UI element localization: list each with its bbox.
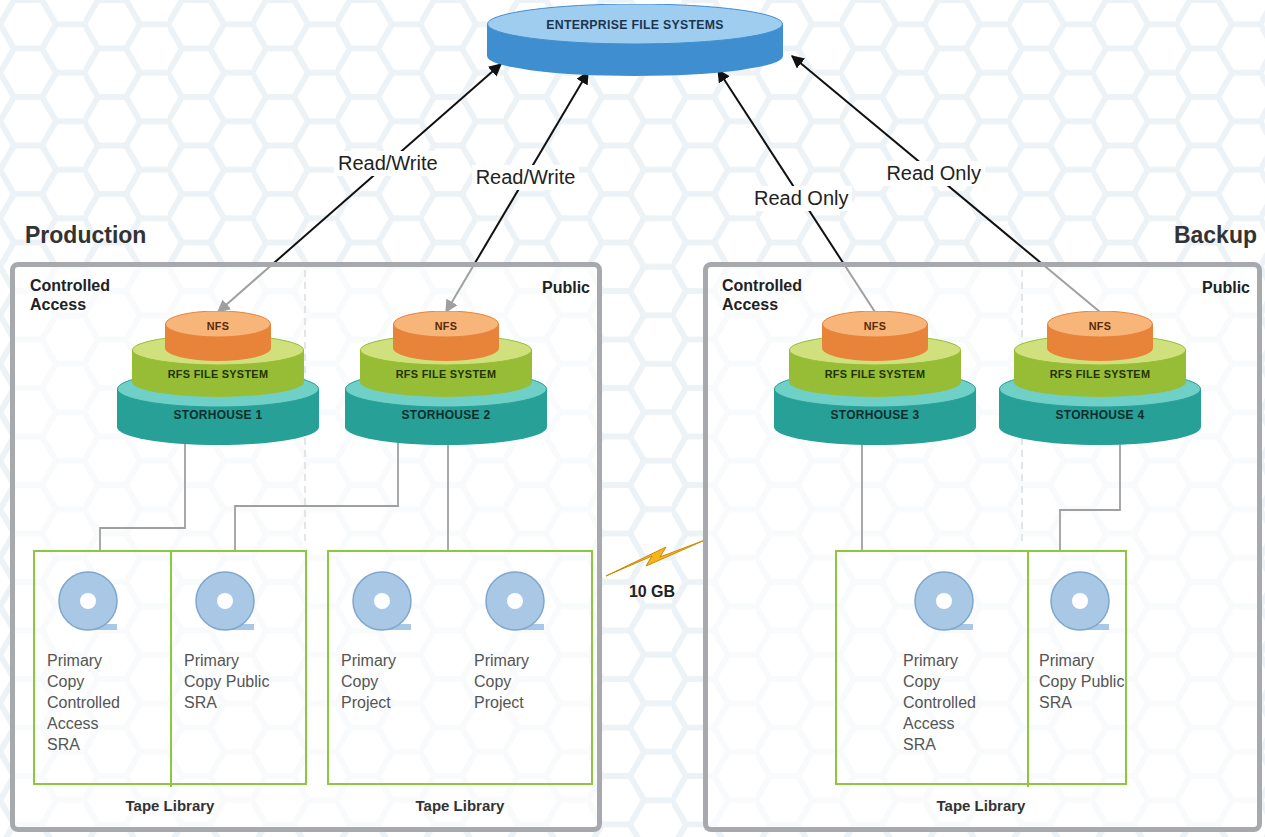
tape-reel-icon xyxy=(351,570,413,632)
zone-label: Controlled Access xyxy=(722,276,812,314)
node-label: NFS xyxy=(393,320,499,332)
cylinder-shape xyxy=(165,311,271,361)
tape-reel-icon xyxy=(194,570,256,632)
edge-label: Read Only xyxy=(750,186,853,211)
cylinder-top xyxy=(1048,311,1153,337)
cylinder-top xyxy=(1000,371,1201,407)
edge-label: Read Only xyxy=(882,161,985,186)
zone-label: Public xyxy=(1140,278,1250,297)
tape-reel-icon xyxy=(913,570,975,632)
node-label: Production xyxy=(25,222,146,249)
node-label: RFS FILE SYSTEM xyxy=(360,368,532,380)
tape-library-box: Tape LibraryPrimary Copy ProjectPrimary … xyxy=(327,550,593,785)
reel-disc xyxy=(915,572,973,630)
bandwidth-label: 10 GB xyxy=(612,582,692,601)
site-panel: ProductionNFSRFS FILE SYSTEMSTORHOUSE 1N… xyxy=(10,262,602,832)
node-label: Primary Copy Project xyxy=(341,650,427,713)
node-label: Tape Library xyxy=(35,797,305,814)
cylinder-shape xyxy=(393,311,499,361)
node-label: RFS FILE SYSTEM xyxy=(1014,368,1186,380)
tape-cell: Primary Copy Controlled Access SRA xyxy=(837,552,1029,787)
node-label: Primary Copy Controlled Access SRA xyxy=(47,650,133,755)
cylinder-shape xyxy=(487,4,783,76)
node-label: NFS xyxy=(165,320,271,332)
node-label: STORHOUSE 3 xyxy=(774,408,976,422)
reel-disc xyxy=(59,572,117,630)
cylinder-shape xyxy=(1047,311,1153,361)
cylinder-top xyxy=(361,335,532,365)
tape-cell: Primary Copy Controlled Access SRA xyxy=(35,552,172,787)
tape-cell: Primary Copy Public SRA xyxy=(172,552,309,787)
tape-reel-icon xyxy=(57,570,119,632)
reel-hub xyxy=(1072,593,1088,609)
cylinder-top xyxy=(1015,335,1186,365)
reel-hub xyxy=(507,593,523,609)
tape-cell: Primary Copy Project xyxy=(462,552,595,787)
reel-disc xyxy=(196,572,254,630)
cylinder-top xyxy=(133,335,304,365)
node-label: STORHOUSE 2 xyxy=(345,408,547,422)
node-label: Primary Copy Controlled Access SRA xyxy=(903,650,989,755)
node-label: STORHOUSE 4 xyxy=(999,408,1201,422)
nfs-layer: NFS xyxy=(393,311,499,361)
tape-library-box: Tape LibraryPrimary Copy Controlled Acce… xyxy=(33,550,307,785)
lightning-bolt xyxy=(606,540,705,576)
node-label: STORHOUSE 1 xyxy=(117,408,319,422)
node-label: RFS FILE SYSTEM xyxy=(132,368,304,380)
cylinder-top xyxy=(346,371,547,407)
cylinder-top xyxy=(790,335,961,365)
node-label: Primary Copy Public SRA xyxy=(184,650,270,713)
node-label: NFS xyxy=(1047,320,1153,332)
tape-reel-icon xyxy=(484,570,546,632)
reel-hub xyxy=(374,593,390,609)
reel-disc xyxy=(486,572,544,630)
reel-disc xyxy=(353,572,411,630)
edge-label: Read/Write xyxy=(472,165,580,190)
cylinder-top xyxy=(775,371,976,407)
site-panel: BackupNFSRFS FILE SYSTEMSTORHOUSE 3NFSRF… xyxy=(703,262,1262,832)
node-label: Primary Copy Public SRA xyxy=(1039,650,1125,713)
node-label: Backup xyxy=(1174,222,1257,249)
node-label: Primary Copy Project xyxy=(474,650,560,713)
tape-cell: Primary Copy Public SRA xyxy=(1029,552,1129,787)
cylinder-top xyxy=(394,311,499,337)
cylinder-shape xyxy=(822,311,928,361)
nfs-layer: NFS xyxy=(822,311,928,361)
reel-hub xyxy=(217,593,233,609)
tape-library-box: Tape LibraryPrimary Copy Controlled Acce… xyxy=(835,550,1127,785)
cylinder-top xyxy=(488,4,783,44)
reel-hub xyxy=(936,593,952,609)
reel-disc xyxy=(1051,572,1109,630)
node-label: RFS FILE SYSTEM xyxy=(789,368,961,380)
nfs-layer: NFS xyxy=(165,311,271,361)
tape-reel-icon xyxy=(1049,570,1111,632)
node-label: Tape Library xyxy=(329,797,591,814)
node-label: NFS xyxy=(822,320,928,332)
reel-hub xyxy=(80,593,96,609)
node-label: ENTERPRISE FILE SYSTEMS xyxy=(487,18,783,32)
node-label: Tape Library xyxy=(837,797,1125,814)
storage-disk: ENTERPRISE FILE SYSTEMS xyxy=(487,4,783,76)
cylinder-top xyxy=(118,371,319,407)
zone-label: Public xyxy=(480,278,590,297)
cylinder-top xyxy=(823,311,928,337)
zone-label: Controlled Access xyxy=(30,276,120,314)
tape-cell: Primary Copy Project xyxy=(329,552,462,787)
edge-label: Read/Write xyxy=(334,151,442,176)
nfs-layer: NFS xyxy=(1047,311,1153,361)
cylinder-top xyxy=(166,311,271,337)
